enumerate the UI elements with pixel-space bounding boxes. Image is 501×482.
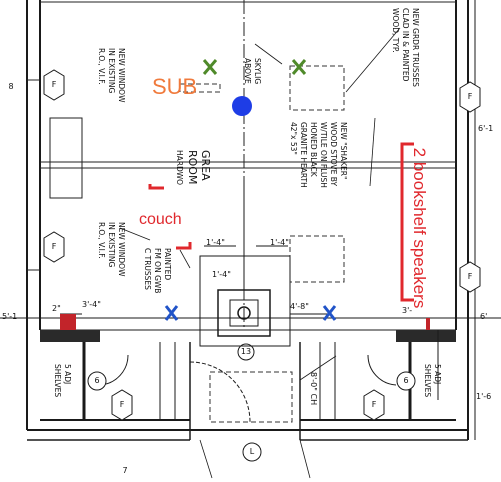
note-line: SHELVES	[53, 364, 62, 398]
note-line: C TRUSSES	[143, 248, 152, 290]
tag-13: 13	[240, 347, 252, 356]
dim-8-0-ch: 8'-0" CH	[309, 372, 318, 406]
note-line: R.O., V.I.F.	[97, 48, 106, 85]
tag-f-top-left: F	[51, 80, 57, 89]
x-marker-green-1	[202, 59, 218, 75]
wood-stove	[199, 180, 291, 361]
note-line: ABOVE	[243, 58, 252, 84]
note-line: HARDWO	[175, 150, 184, 186]
note-line: SKYLIG	[253, 58, 262, 85]
note-line: NEW GRDR TRUSSES	[411, 8, 420, 87]
dim-1-4-left: 1'-4"	[206, 238, 225, 247]
dashed-outlines	[179, 65, 345, 423]
dim-1-4-vert: 1'-4"	[212, 270, 231, 279]
tag-f-mid-left: F	[51, 242, 57, 251]
dim-4-8: 4'-8"	[290, 302, 309, 311]
dim-5-1: 5'-1	[2, 312, 18, 321]
dim-3-4: 3'-4"	[82, 300, 101, 309]
speakers-label-text: 2 bookshelf speakers	[410, 147, 429, 309]
note-line: SHELVES	[423, 364, 432, 398]
speakers-label: 2 bookshelf speakers	[397, 128, 441, 328]
leader-lines	[119, 27, 401, 479]
dim-2: 2"	[52, 304, 61, 313]
dim-6-1: 6'-1	[478, 124, 494, 133]
note-line: W/TILE ON FLUSH	[319, 122, 328, 188]
note-line: WOOD STOVE BY	[329, 122, 338, 187]
couch-bracket-top	[148, 184, 164, 190]
subwoofer-dot	[232, 96, 252, 116]
note-line: IN EXISTING	[107, 222, 116, 268]
note-line: 42"x 53"	[289, 122, 298, 155]
couch-label: couch	[139, 211, 182, 228]
note-line: ROOM	[186, 150, 199, 185]
tag-f-top-right: F	[467, 92, 473, 101]
dim-1-6: 1'-6	[476, 392, 492, 401]
x-marker-green-2	[291, 59, 307, 75]
x-marker-blue-left	[164, 305, 179, 321]
note-line: NEW WINDOW	[117, 222, 126, 277]
x-marker-blue-right	[322, 305, 337, 321]
dim-1-4-right: 1'-4"	[270, 238, 289, 247]
tag-markers	[43, 69, 481, 462]
note-line: GREA	[199, 150, 212, 181]
note-line: 5 ADJ	[433, 364, 442, 385]
note-line: WOOD, TYP.	[391, 8, 400, 53]
speaker-marker-right	[426, 318, 430, 330]
note-line: IN EXISTING	[107, 48, 116, 94]
note-line: NEW WINDOW	[117, 48, 126, 103]
tag-7: 7	[122, 466, 128, 475]
speaker-marker-red	[60, 314, 76, 330]
speakers-bracket	[400, 142, 414, 302]
note-line: GRANITE HEARTH	[299, 122, 308, 188]
couch-bracket-bottom	[176, 242, 192, 250]
note-line: FM ON GWB	[153, 248, 162, 294]
exterior-walls	[0, 0, 501, 441]
tag-f-bottom-right: F	[371, 400, 377, 409]
dim-3: 3'-	[402, 306, 413, 315]
tag-l: L	[249, 447, 255, 456]
windows	[27, 79, 83, 271]
tag-f-bottom-left: F	[119, 400, 125, 409]
tag-6-left: 6	[94, 376, 100, 385]
note-line: NEW "SHAKER"	[339, 122, 348, 180]
tag-8: 8	[8, 82, 14, 91]
note-line: R.O., V.I.F.	[97, 222, 106, 259]
note-line: 5 ADJ	[63, 364, 72, 385]
tag-f-mid-right: F	[467, 272, 473, 281]
dim-6: 6'	[480, 312, 488, 321]
tag-6-right: 6	[403, 376, 409, 385]
note-line: PAINTED	[163, 248, 172, 281]
note-line: CLAD IN & PAINTED	[401, 8, 410, 82]
note-line: HONED BLACK	[309, 122, 318, 177]
door-swings	[99, 354, 397, 423]
sub-label: SUB	[152, 74, 198, 99]
